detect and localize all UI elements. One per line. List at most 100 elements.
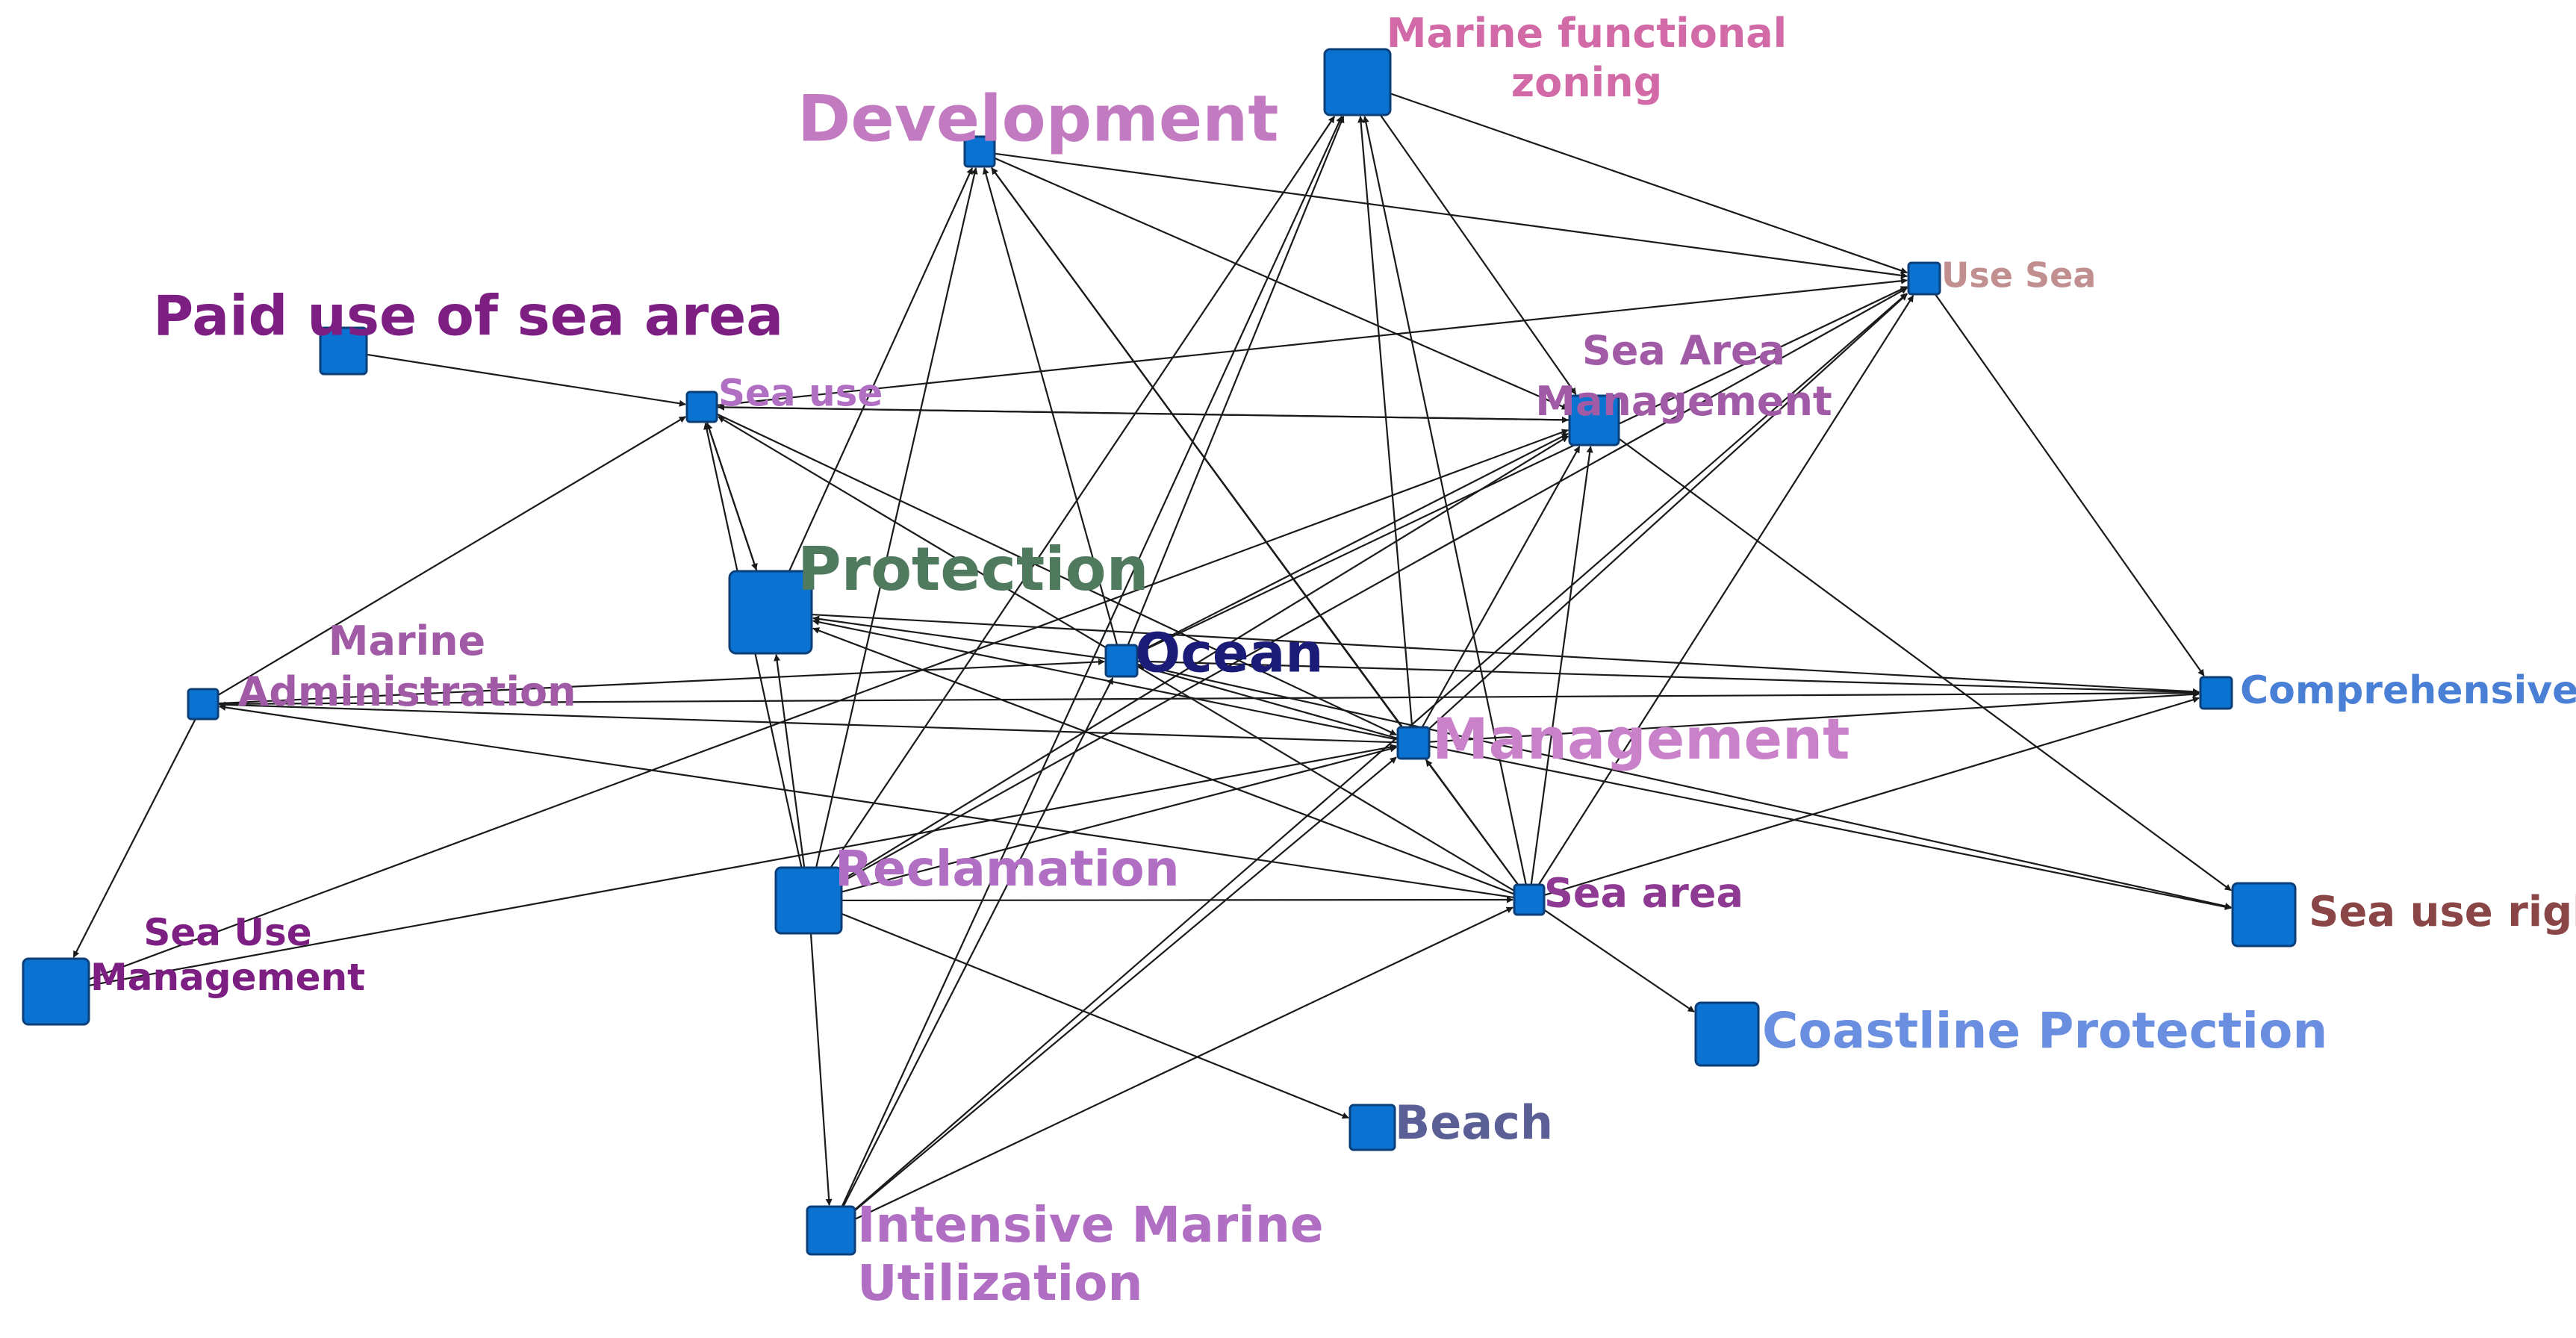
edge-sea_area_management-to-sea_use xyxy=(718,403,1570,421)
edge-protection-to-comprehensive xyxy=(811,613,2200,695)
edge-marine_administration-to-sea_use xyxy=(217,416,686,697)
edge-management-to-sea_area_management xyxy=(1421,446,1581,728)
edge-sea_use_management-to-management xyxy=(88,744,1397,987)
node-label-line: Marine xyxy=(329,617,485,665)
edge-use_sea-to-comprehensive xyxy=(1934,293,2205,676)
edge-marine_administration-to-comprehensive xyxy=(217,689,2200,705)
node-label-line: Management xyxy=(1535,378,1832,425)
node-use-sea[interactable] xyxy=(1907,261,1941,296)
edge-management-to-marine_administration xyxy=(219,701,1399,744)
node-label-comprehensive: Comprehensive xyxy=(2240,668,2576,713)
edge-management-to-ocean xyxy=(1138,664,1399,740)
edge-development-to-sea_area_management xyxy=(994,157,1569,410)
edge-ocean-to-use_sea xyxy=(1136,285,1908,654)
node-label-line: Management xyxy=(90,956,365,999)
edge-reclamation-to-marine_functional_zoning xyxy=(830,116,1336,868)
node-marine-functional-zoning[interactable] xyxy=(1323,48,1392,116)
edges-layer xyxy=(72,93,2232,1220)
edge-sea_area-to-protection xyxy=(812,627,1515,895)
edge-sea_area-to-coastline_protection xyxy=(1543,909,1695,1013)
node-protection[interactable] xyxy=(728,570,813,655)
node-label-management: Management xyxy=(1432,706,1849,772)
edge-sea_area_management-to-sea_use_right xyxy=(1618,438,2232,892)
edge-marine_administration-to-sea_use_management xyxy=(72,718,196,958)
edge-management-to-comprehensive xyxy=(1428,691,2200,743)
node-label-sea-use: Sea use xyxy=(718,372,883,415)
node-sea-use[interactable] xyxy=(685,390,718,423)
node-coastline-protection[interactable] xyxy=(1694,1001,1760,1067)
node-label-sea-area: Sea area xyxy=(1544,870,1743,917)
edge-marine_functional_zoning-to-use_sea xyxy=(1390,93,1908,274)
edge-reclamation-to-use_sea xyxy=(841,287,1908,883)
node-beach[interactable] xyxy=(1348,1104,1396,1151)
edge-management-to-marine_functional_zoning xyxy=(1357,116,1413,728)
edge-protection-to-development xyxy=(788,167,974,572)
nodes-layer xyxy=(22,48,2297,1256)
node-sea-use-management[interactable] xyxy=(22,957,90,1026)
node-label-line: Marine functional xyxy=(1387,10,1787,57)
node-label-beach: Beach xyxy=(1395,1095,1553,1150)
node-comprehensive[interactable] xyxy=(2199,676,2233,710)
node-development[interactable] xyxy=(963,135,996,168)
node-management[interactable] xyxy=(1396,726,1431,760)
edge-marine_administration-to-ocean xyxy=(217,658,1105,705)
edge-ocean-to-protection xyxy=(812,615,1107,660)
edge-management-to-use_sea xyxy=(1428,293,1908,729)
edge-sea_area-to-marine_administration xyxy=(219,703,1515,899)
edge-ocean-to-marine_functional_zoning xyxy=(1127,116,1345,646)
node-reclamation[interactable] xyxy=(774,866,843,935)
edge-sea_area-to-use_sea xyxy=(1537,295,1914,886)
edge-sea_area-to-sea_area_management xyxy=(1530,446,1593,886)
edge-reclamation-to-protection xyxy=(774,654,806,868)
node-sea-use-right[interactable] xyxy=(2231,882,2297,948)
edge-paid_use-to-sea_use xyxy=(366,353,686,407)
node-label-coastline-protection: Coastline Protection xyxy=(1762,1002,2327,1059)
edge-sea_use-to-use_sea xyxy=(716,277,1908,406)
node-label-line: Administration xyxy=(237,668,576,715)
edge-reclamation-to-intensive_marine_utilization xyxy=(809,933,833,1206)
edge-sea_area-to-development xyxy=(991,167,1519,886)
edge-intensive_marine_utilization-to-management xyxy=(854,756,1397,1212)
node-ocean[interactable] xyxy=(1104,644,1139,678)
node-label-development: Development xyxy=(797,81,1279,156)
edge-ocean-to-development xyxy=(982,167,1119,646)
node-label-line: Sea Use xyxy=(143,911,311,954)
edge-management-to-sea_use_right xyxy=(1428,745,2232,910)
edge-management-to-protection xyxy=(812,618,1399,741)
edge-reclamation-to-development xyxy=(815,167,978,868)
edge-sea_use-to-management xyxy=(716,413,1397,736)
edge-reclamation-to-beach xyxy=(841,912,1349,1119)
edge-intensive_marine_utilization-to-sea_area xyxy=(854,906,1513,1220)
node-label-line: Intensive Marine xyxy=(857,1196,1324,1254)
edge-intensive_marine_utilization-to-use_sea xyxy=(854,293,1908,1210)
edge-ocean-to-comprehensive xyxy=(1136,660,2200,696)
edge-ocean-to-sea_area_management xyxy=(1136,432,1569,654)
node-label-protection: Protection xyxy=(797,535,1149,604)
edge-intensive_marine_utilization-to-ocean xyxy=(842,677,1114,1207)
node-label-sea-use-right: Sea use right xyxy=(2309,888,2576,936)
node-label-paid-use: Paid use of sea area xyxy=(153,284,783,349)
node-label-line: zoning xyxy=(1511,59,1663,106)
node-label-line: Utilization xyxy=(857,1254,1142,1312)
node-intensive-marine-utilization[interactable] xyxy=(806,1205,856,1256)
edge-ocean-to-sea_use_right xyxy=(1136,663,2232,909)
node-label-line: Sea Area xyxy=(1582,327,1785,374)
node-sea-area[interactable] xyxy=(1513,883,1546,916)
node-marine-administration[interactable] xyxy=(187,688,220,721)
node-label-ocean: Ocean xyxy=(1135,622,1324,685)
node-sea-area-management[interactable] xyxy=(1568,394,1620,446)
edge-reclamation-to-management xyxy=(841,745,1397,893)
edge-sea_area-to-comprehensive xyxy=(1543,696,2200,897)
edge-sea_area-to-marine_functional_zoning xyxy=(1362,116,1527,886)
node-paid-use[interactable] xyxy=(319,326,368,376)
node-label-use-sea: Use Sea xyxy=(1941,255,2096,296)
edge-marine_functional_zoning-to-sea_area_management xyxy=(1379,114,1577,395)
edge-protection-to-sea_use xyxy=(706,423,758,572)
